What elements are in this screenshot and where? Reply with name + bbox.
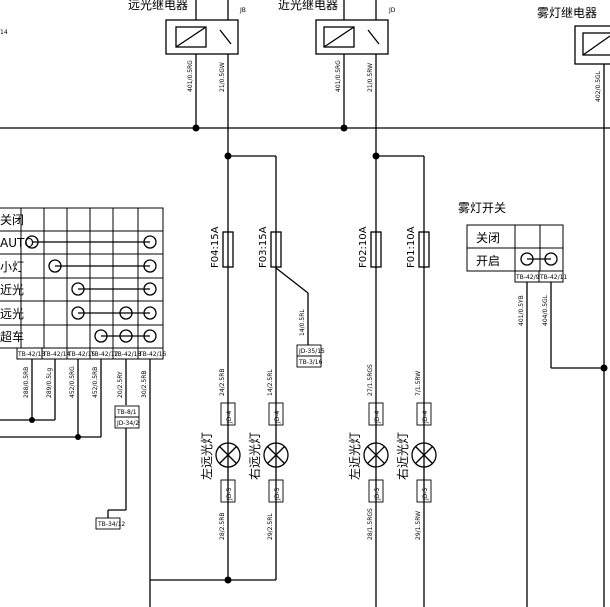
svg-text:JD-5: JD-5 bbox=[422, 487, 429, 501]
svg-text:JD-4: JD-4 bbox=[226, 410, 233, 424]
bottom-connector: TB-34/12 bbox=[95, 517, 125, 530]
beam-wire-upper-3: 27/1.5RGS bbox=[367, 364, 374, 396]
svg-text:右远光灯: 右远光灯 bbox=[247, 432, 262, 480]
beam-wire-lower-3: 28/1.5RGS bbox=[367, 508, 374, 540]
wire-label-top-1: 401/0.5RG bbox=[187, 60, 194, 92]
beam-wire-upper-1: 24/2.5RB bbox=[219, 369, 226, 396]
fog-switch-code-1: TB-42/9 bbox=[515, 274, 540, 281]
fog-switch-title: 雾灯开关 bbox=[458, 201, 506, 215]
connector-upper-3: JD-4 bbox=[368, 402, 384, 426]
switch-row-flash: 超车 bbox=[0, 329, 24, 344]
switch-row-parking: 小灯 bbox=[0, 260, 24, 274]
connector-upper-2: JD-4 bbox=[268, 402, 284, 426]
fuse-f02: F02:10A bbox=[358, 226, 382, 268]
switch-code-2: TB-42/14 bbox=[42, 351, 70, 358]
high-beam-relay-code: JB bbox=[239, 7, 246, 14]
low-beam-relay-label: 近光继电器 bbox=[278, 0, 338, 12]
light-switch-table bbox=[0, 207, 164, 360]
beam-wire-lower-2: 29/2.5RL bbox=[267, 513, 274, 540]
table-wire-5: 20/2.5RY bbox=[117, 371, 124, 398]
fog-relay-label: 雾灯继电器 bbox=[537, 6, 597, 20]
svg-text:JD-4: JD-4 bbox=[274, 410, 281, 424]
connector-upper-1: JD-4 bbox=[220, 402, 236, 426]
switch-code-5: TB-42/18 bbox=[113, 351, 141, 358]
switch-connections bbox=[25, 235, 157, 343]
low-beam-relay-symbol bbox=[315, 0, 389, 55]
svg-text:左远光灯: 左远光灯 bbox=[199, 432, 214, 480]
wire-label-top-2: 21/0.5GW bbox=[219, 62, 226, 92]
switch-code-6: TB-42/16 bbox=[138, 351, 166, 358]
fuse-f03: F03:15A bbox=[258, 226, 282, 268]
switch-code-3: TB-42/15 bbox=[67, 351, 95, 358]
beam-wire-lower-1: 28/2.5RB bbox=[219, 513, 226, 540]
connector-upper-4: JD-4 bbox=[416, 402, 432, 426]
svg-text:F03:15A: F03:15A bbox=[258, 226, 269, 268]
fuse-f04: F04:15A bbox=[210, 226, 234, 268]
switch-row-low: 近光 bbox=[0, 283, 24, 297]
mid-connector: TB-8/1 JD-34/2 bbox=[114, 405, 140, 429]
lamp-right-high-beam: 右远光灯 bbox=[247, 432, 289, 480]
connector-lower-3: JD-5 bbox=[368, 479, 384, 503]
switch-code-1: TB-42/13 bbox=[17, 351, 45, 358]
fog-relay-symbol bbox=[574, 25, 610, 65]
connector-lower-4: JD-5 bbox=[416, 479, 432, 503]
svg-text:JD-4: JD-4 bbox=[422, 410, 429, 424]
f03-branch-connector: JD-35/15 TB-3/16 bbox=[296, 344, 325, 368]
svg-text:JD-5: JD-5 bbox=[274, 487, 281, 501]
svg-text:JD-4: JD-4 bbox=[374, 410, 381, 424]
left-edge-code: 14 bbox=[0, 29, 8, 36]
table-wire-6: 30/2.5RB bbox=[141, 371, 148, 398]
wire-label-top-4: 21/0.5RW bbox=[367, 63, 374, 92]
lamp-right-low-beam: 右近光灯 bbox=[395, 432, 437, 480]
lamp-left-low-beam: 左近光灯 bbox=[347, 432, 389, 480]
switch-row-high: 远光 bbox=[0, 307, 24, 321]
beam-wire-upper-4: 7/1.5RW bbox=[415, 371, 422, 396]
wire-label-top-5: 402/0.5GL bbox=[595, 70, 602, 102]
wire-label-top-3: 401/0.5RG bbox=[335, 60, 342, 92]
table-wire-2: 289/0.5Lg bbox=[46, 368, 53, 398]
svg-text:JD-35/15: JD-35/15 bbox=[298, 348, 325, 355]
high-beam-relay-symbol bbox=[165, 0, 239, 55]
lamp-left-high-beam: 左远光灯 bbox=[199, 432, 241, 480]
table-wire-3: 452/0.5RG bbox=[69, 366, 76, 398]
beam-wire-upper-2: 14/2.5RL bbox=[267, 369, 274, 396]
svg-text:F04:15A: F04:15A bbox=[210, 226, 221, 268]
switch-row-auto: AUTO bbox=[0, 236, 34, 250]
svg-text:右近光灯: 右近光灯 bbox=[395, 432, 410, 480]
fog-wire-a: 401/0.5YB bbox=[518, 295, 525, 326]
connector-lower-1: JD-5 bbox=[220, 479, 236, 503]
connector-lower-2: JD-5 bbox=[268, 479, 284, 503]
svg-text:TB-8/1: TB-8/1 bbox=[116, 409, 137, 416]
beam-wire-lower-4: 29/1.5RW bbox=[415, 511, 422, 540]
svg-text:F02:10A: F02:10A bbox=[358, 226, 369, 268]
fog-switch-row-on: 开启 bbox=[476, 254, 500, 268]
svg-text:JD-5: JD-5 bbox=[226, 487, 233, 501]
svg-text:左近光灯: 左近光灯 bbox=[347, 432, 362, 480]
svg-text:JD-5: JD-5 bbox=[374, 487, 381, 501]
svg-text:JD-34/2: JD-34/2 bbox=[116, 420, 139, 427]
fuse-f01: F01:10A bbox=[406, 226, 430, 268]
switch-code-4: TB-42/12 bbox=[90, 351, 118, 358]
fog-switch-table bbox=[466, 224, 564, 283]
fog-switch-code-2: TB-42/11 bbox=[539, 274, 567, 281]
fog-switch-row-off: 关闭 bbox=[476, 231, 500, 245]
switch-row-off: 关闭 bbox=[0, 213, 24, 227]
fog-wire-b: 404/0.5GL bbox=[542, 294, 549, 326]
low-beam-relay-code: JD bbox=[388, 7, 396, 14]
svg-text:F01:10A: F01:10A bbox=[406, 226, 417, 268]
svg-text:TB-34/12: TB-34/12 bbox=[97, 521, 125, 528]
table-wire-4: 452/0.5RB bbox=[92, 367, 99, 398]
high-beam-relay-label: 远光继电器 bbox=[128, 0, 188, 12]
table-wire-1: 288/0.5RB bbox=[23, 367, 30, 398]
svg-text:TB-3/16: TB-3/16 bbox=[298, 359, 323, 366]
wire-label-f03-branch: 14/0.5RL bbox=[299, 309, 306, 336]
